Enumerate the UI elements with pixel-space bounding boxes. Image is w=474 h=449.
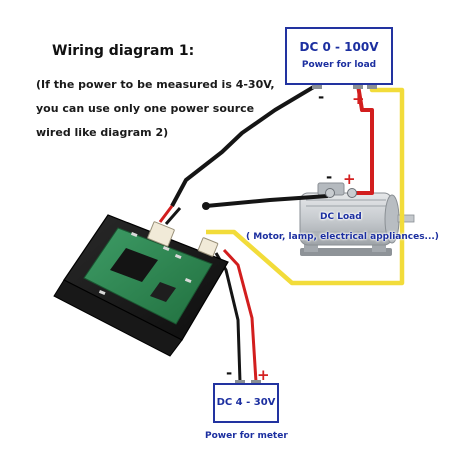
meter-supply-subtitle: Power for meter xyxy=(205,431,288,441)
meter-components xyxy=(98,231,192,296)
diagram-title: Wiring diagram 1: xyxy=(52,43,195,59)
load-supply-title: DC 0 - 100V xyxy=(299,40,379,54)
load-positive-mark: + xyxy=(343,170,356,188)
load-negative-terminal xyxy=(325,188,335,198)
meter-connector-3pin xyxy=(147,221,175,247)
meter-chip xyxy=(150,282,176,302)
meter-supply-positive-mark: + xyxy=(257,366,270,384)
load-supply-subtitle: Power for load xyxy=(301,60,377,70)
supply-negative-lug xyxy=(312,84,322,89)
meter-supply-negative-lug xyxy=(235,380,245,384)
wire-junction xyxy=(202,202,210,210)
dc-load-subtitle: ( Motor, lamp, electrical appliances...) xyxy=(246,232,439,242)
meter-supply-positive-lug xyxy=(251,380,261,384)
red-load-positive-wire xyxy=(354,84,374,195)
motor-ribs xyxy=(306,199,386,239)
red-meter-positive-wire xyxy=(222,248,258,383)
load-power-supply-box: DC 0 - 100V Power for load xyxy=(285,27,393,85)
red-connector-stub xyxy=(158,205,174,223)
motor-shaft xyxy=(397,214,415,223)
supply-positive-lug xyxy=(353,84,363,89)
meter-bezel xyxy=(53,279,183,357)
meter-pcb xyxy=(83,227,213,325)
meter-chip xyxy=(110,248,158,282)
panel-meter xyxy=(53,214,229,357)
caption-line-2: you can use only one power source xyxy=(36,102,255,115)
motor-base xyxy=(300,248,392,256)
yellow-signal-wire xyxy=(206,85,405,286)
load-positive-terminal xyxy=(347,188,357,198)
black-load-negative-wire xyxy=(170,83,319,207)
meter-power-supply-box: DC 4 - 30V xyxy=(213,383,279,423)
meter-supply-negative-mark: - xyxy=(226,364,233,382)
caption-line-1: (If the power to be measured is 4-30V, xyxy=(36,78,275,91)
meter-supply-title: DC 4 - 30V xyxy=(216,397,276,408)
supply-signal-lug xyxy=(367,84,377,89)
load-supply-positive-mark: + xyxy=(352,90,365,108)
dc-load-title: DC Load xyxy=(320,212,362,222)
black-connector-stub xyxy=(164,207,182,225)
black-load-return-wire xyxy=(205,194,329,208)
dc-load-motor xyxy=(299,182,415,256)
load-supply-negative-mark: - xyxy=(318,88,325,106)
load-negative-mark: - xyxy=(326,168,333,186)
meter-connector-2pin xyxy=(197,237,219,257)
caption-line-3: wired like diagram 2) xyxy=(36,126,169,139)
